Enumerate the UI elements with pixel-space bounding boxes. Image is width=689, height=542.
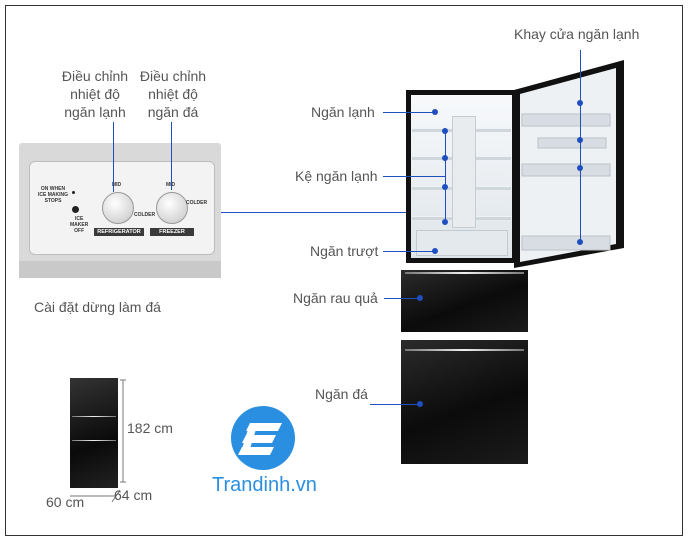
callout-line-ngan-lanh [383, 112, 435, 113]
dimension-lines [70, 379, 126, 503]
dimension-depth: 64 cm [114, 487, 153, 503]
panel-shelf-edge [19, 261, 221, 278]
callout-dot-ngan-truot [432, 248, 438, 254]
trandinh-logo-icon [231, 406, 295, 470]
vegetable-drawer [401, 270, 528, 332]
label-ngan-lanh: Ngăn lạnh [311, 104, 375, 120]
callout-line-da [171, 122, 172, 190]
fridge-center-duct [452, 116, 476, 228]
callout-line-lanh [113, 122, 114, 192]
callout-dot-rau-qua [417, 295, 423, 301]
label-ke-ngan-lanh: Kệ ngăn lạnh [295, 168, 378, 184]
label-khay-cua: Khay cửa ngăn lạnh [514, 26, 640, 42]
refrigerator-plate: REFRIGERATOR [94, 228, 144, 236]
callout-line-ngan-truot [383, 251, 435, 252]
thumbnail-handle-1 [72, 416, 116, 417]
fridge-thumbnail [70, 378, 118, 488]
mid-label-2: MID [166, 182, 175, 188]
brand-name: Trandinh.vn [212, 474, 317, 496]
control-panel-photo: ON WHEN ICE MAKING STOPS ICE MAKER OFF M… [19, 143, 221, 278]
fridge-upper-body [406, 90, 517, 263]
label-ngan-rau-qua: Ngăn rau quả [293, 290, 378, 306]
ice-maker-text: ICE MAKER OFF [70, 216, 89, 234]
fridge-open-door [514, 60, 624, 268]
callout-dot-khay-2 [577, 137, 583, 143]
callout-dot-khay-3 [577, 165, 583, 171]
label-dieu-chinh-lanh: Điều chỉnh nhiệt độ ngăn lạnh [61, 68, 129, 120]
dimension-height: 182 cm [127, 420, 173, 436]
callout-line-ngan-da [370, 404, 420, 405]
callout-dot-khay-4 [577, 239, 583, 245]
ice-stop-text: ON WHEN ICE MAKING STOPS [38, 186, 68, 204]
label-dieu-chinh-da: Điều chỉnh nhiệt độ ngăn đá [139, 68, 207, 120]
colder-label-1: COLDER [134, 212, 156, 218]
callout-line-ke [383, 176, 445, 177]
callout-line-khay-cua [580, 50, 581, 242]
indicator-light [72, 191, 75, 194]
vegetable-drawer-handle [405, 272, 524, 274]
callout-dot-ngan-lanh [432, 109, 438, 115]
colder-label-2: COLDER [186, 200, 208, 206]
fridge-sliding-drawer [416, 230, 508, 256]
callout-line-rau-qua [384, 298, 420, 299]
callout-dot-ke-1 [442, 128, 448, 134]
callout-line-panel [221, 212, 481, 213]
mid-label-1: MID [112, 182, 122, 188]
dimension-width: 60 cm [46, 494, 85, 510]
image-border [5, 5, 683, 536]
ice-maker-button [72, 206, 79, 213]
refrigerator-knob [102, 192, 134, 224]
callout-dot-ngan-da [417, 401, 423, 407]
callout-dot-ke-3 [442, 184, 448, 190]
callout-dot-ke-2 [442, 155, 448, 161]
label-ngan-da: Ngăn đá [315, 386, 368, 402]
thumbnail-handle-2 [72, 440, 116, 441]
control-panel-face: ON WHEN ICE MAKING STOPS ICE MAKER OFF M… [29, 161, 215, 255]
callout-dot-khay-1 [577, 100, 583, 106]
freezer-plate: FREEZER [150, 228, 194, 236]
callout-line-ke-vertical [445, 131, 446, 222]
label-cai-dat: Cài đặt dừng làm đá [34, 299, 161, 315]
freezer-knob [156, 192, 188, 224]
callout-dot-ke-4 [442, 219, 448, 225]
freezer-drawer-handle [405, 349, 524, 351]
label-ngan-truot: Ngăn trượt [310, 243, 379, 259]
